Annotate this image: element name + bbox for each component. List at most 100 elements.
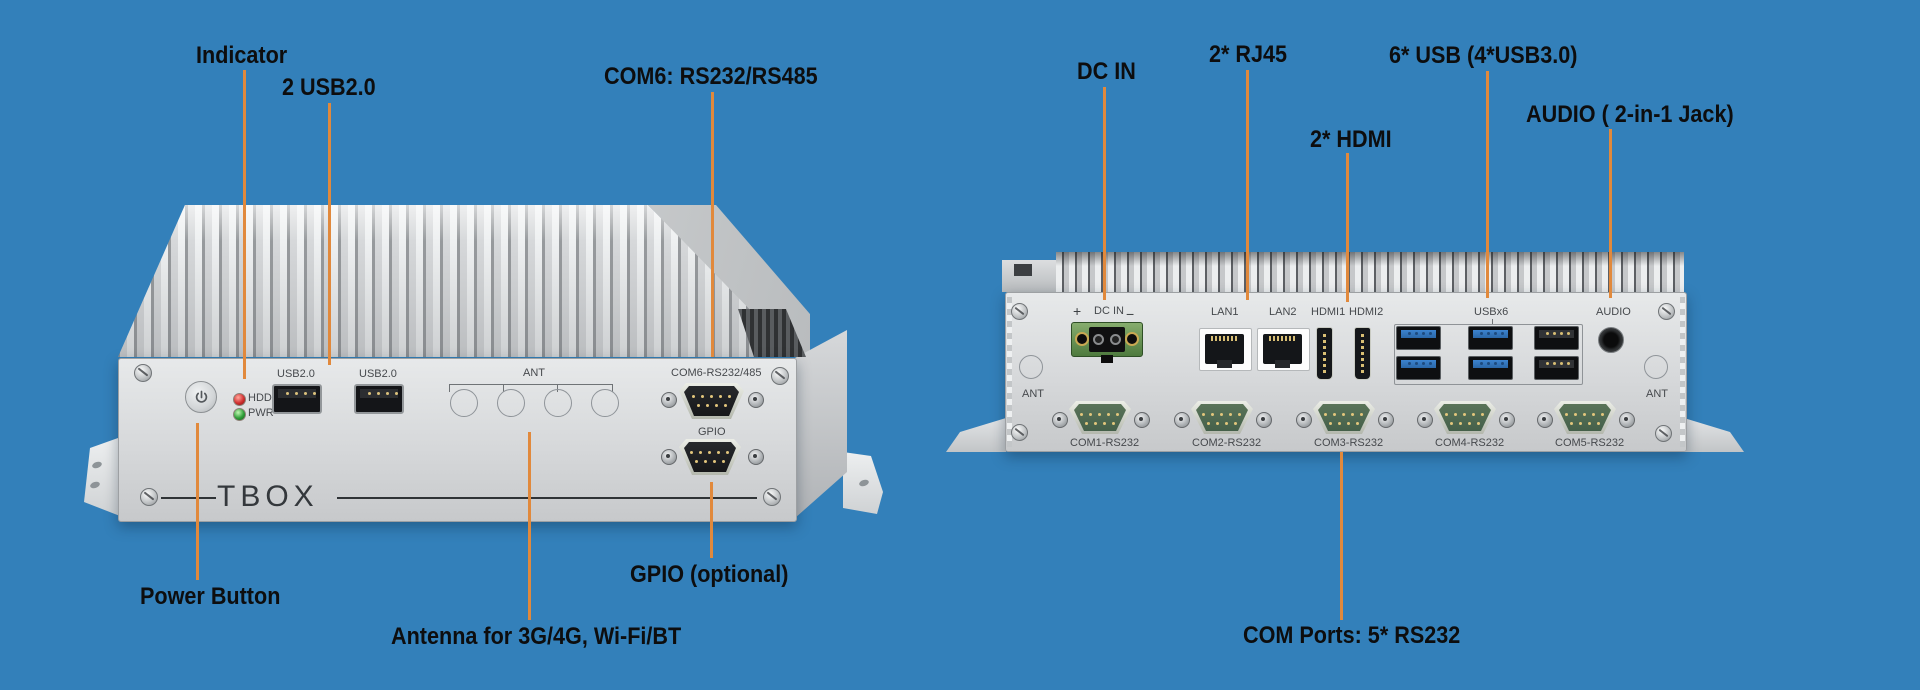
callout-com-ports: COM Ports: 5* RS232 [1243,622,1461,649]
hex-nut [661,449,677,465]
callout-audio: AUDIO ( 2-in-1 Jack) [1526,101,1734,128]
hex-nut [1378,412,1394,428]
ant-bracket [449,384,613,385]
com3-port [1313,401,1375,434]
leader-rj45 [1246,70,1249,300]
usb-tongue [360,389,398,398]
callout-antenna: Antenna for 3G/4G, Wi-Fi/BT [391,623,682,650]
dc-in-label: DC IN [1094,305,1124,317]
dc-terminal-screw [1125,332,1139,346]
pwr-led-icon [233,408,246,421]
mounting-ear-left [84,438,120,516]
callout-gpio: GPIO (optional) [630,561,789,588]
ear-hole [858,478,870,488]
db9-pins [1098,413,1101,416]
usb-pins [1408,332,1411,335]
rj45-inner [1205,334,1244,368]
usb-tongue [1539,360,1574,368]
hex-nut [1619,412,1635,428]
leader-com6 [711,92,714,357]
hdd-label: HDD [248,392,272,404]
db9-pins [1463,413,1466,416]
heatsink-rear [1056,252,1684,292]
logo-line [337,497,757,499]
ant-label-left: ANT [1022,388,1044,400]
dc-minus-sign: − [1126,306,1135,322]
usb-group-label: USBx6 [1474,306,1509,318]
leader-usb-rear [1486,71,1489,298]
leader-hdmi [1346,153,1349,302]
db9-pins [710,395,713,398]
callout-indicator: Indicator [196,42,288,69]
corner-screw [1655,425,1672,442]
usb-pins [1546,362,1549,365]
usb2-port [1534,356,1579,380]
power-button [185,381,217,413]
ant-label-right: ANT [1646,388,1668,400]
usb-tongue [1401,330,1436,338]
dc-plus-sign: + [1073,303,1082,319]
antenna-hole [1644,355,1668,379]
usb-tongue [1473,330,1508,338]
hex-nut [661,392,677,408]
callout-usb-front: 2 USB2.0 [282,74,376,101]
lan1-label: LAN1 [1211,306,1239,318]
dc-terminal-tab [1101,355,1113,363]
com1-port [1069,401,1131,434]
com5-label: COM5-RS232 [1555,437,1625,449]
ant-bracket-tick [449,384,450,392]
usb3-port [1468,326,1513,350]
usb-pins [1546,332,1549,335]
com3-label: COM3-RS232 [1314,437,1384,449]
usb-tongue [1539,330,1574,338]
antenna-hole [544,389,572,417]
hex-nut [1174,412,1190,428]
com1-label: COM1-RS232 [1070,437,1140,449]
hex-nut [748,449,764,465]
usb-group-box [1394,324,1583,385]
ant-label: ANT [523,367,545,379]
usb-tongue [1401,360,1436,368]
usb3-port [1396,356,1441,380]
hex-nut [1296,412,1312,428]
logo-line [161,497,216,499]
antenna-hole [497,389,525,417]
usb3-port [1396,326,1441,350]
usb3-port [1468,356,1513,380]
leader-dc-in [1103,87,1106,300]
leader-gpio [710,482,713,558]
corner-screw [771,367,789,385]
hex-nut [748,392,764,408]
antenna-hole [450,389,478,417]
hdmi1-port [1316,327,1333,380]
dc-terminal [1071,322,1143,363]
db9-pins [1583,413,1586,416]
leader-audio [1609,129,1612,298]
hex-nut [1052,412,1068,428]
com4-port [1434,401,1496,434]
com4-label: COM4-RS232 [1435,437,1505,449]
usb-port-label: USB2.0 [277,368,315,380]
serrated-edge [1680,297,1685,447]
leader-usb-front [328,103,331,365]
usb-pins [286,392,289,395]
usb2-port-1 [272,384,322,414]
db9-pins [708,451,711,454]
audio-label: AUDIO [1596,306,1631,318]
hex-nut [1537,412,1553,428]
hex-nut [1499,412,1515,428]
com6-port [679,383,744,419]
corner-screw [1011,424,1028,441]
callout-hdmi: 2* HDMI [1310,126,1392,153]
leader-com-ports [1340,452,1343,620]
db9-face [684,442,736,472]
hdmi1-label: HDMI1 [1311,306,1346,318]
power-icon [195,390,207,403]
ant-bracket-tick [503,384,504,392]
dc-terminal-center [1089,327,1125,352]
usb-pins [368,392,371,395]
serrated-edge [1007,297,1012,447]
callout-usb-rear: 6* USB (4*USB3.0) [1389,42,1578,69]
db9-face [1439,404,1491,431]
